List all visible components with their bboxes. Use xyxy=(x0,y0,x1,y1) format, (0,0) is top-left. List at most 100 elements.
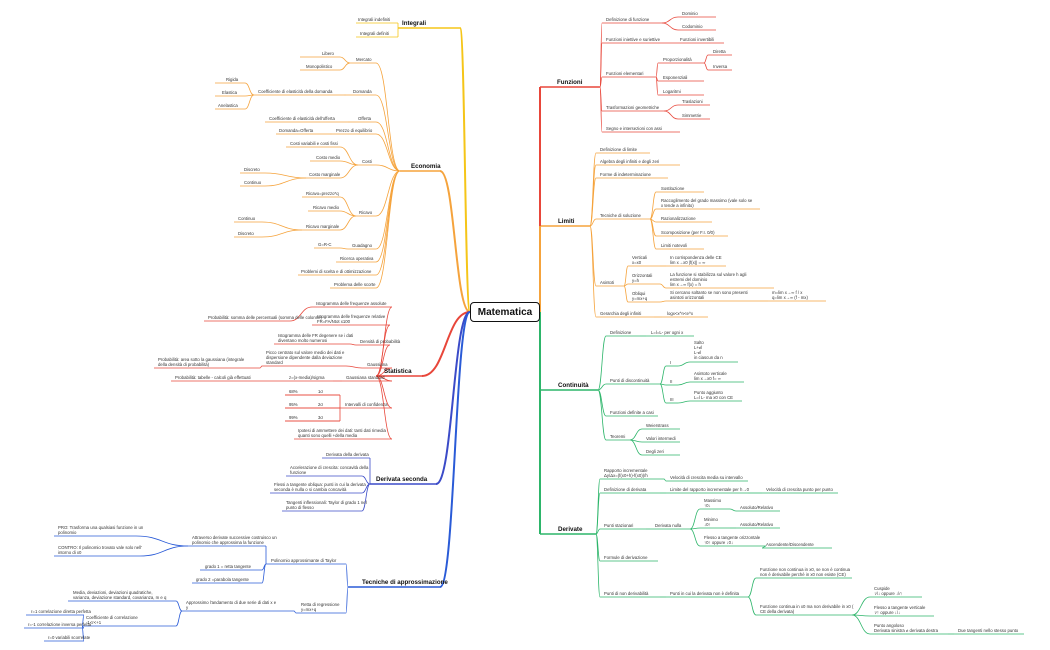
branch-statistica[interactable]: Statistica xyxy=(384,368,412,375)
fun-proporzionalita[interactable]: Proporzionalità xyxy=(663,57,692,62)
fun-traslazioni[interactable]: Traslazioni xyxy=(682,99,703,104)
fun-segno[interactable]: Segno e intersezioni con assi xyxy=(606,126,662,131)
fun-elementari[interactable]: Funzioni elementari xyxy=(606,71,644,76)
cont-definizione[interactable]: Definizione xyxy=(610,330,632,335)
stat-ci1-pct[interactable]: 68% xyxy=(289,389,298,394)
tec-media-dev[interactable]: Media, deviazioni, deviazioni quadratich… xyxy=(73,590,167,601)
econ-dom-off[interactable]: Domanda=Offerta xyxy=(279,128,314,133)
lim-obliqui[interactable]: Obliqui y=mx+q xyxy=(632,291,648,302)
fun-definizione[interactable]: Definizione di funzione xyxy=(606,17,650,22)
cont-teoremi[interactable]: Teoremi xyxy=(610,434,626,439)
der-ass-rel2[interactable]: Assoluto/Relativo xyxy=(740,522,774,527)
lim-verticali-desc[interactable]: In corrispondenza delle CE lim x→x0 |f(x… xyxy=(670,255,722,266)
lim-notevoli[interactable]: Limiti notevoli xyxy=(661,243,688,248)
lim-raccoglimento[interactable]: Raccoglimento del grado massimo (vale so… xyxy=(661,198,753,209)
integrali-indefiniti[interactable]: Integrali indefiniti xyxy=(358,17,391,22)
tec-r1[interactable]: r=1 correlazione diretta perfetta xyxy=(31,609,91,614)
der-angoloso-desc[interactable]: Due tangenti nello stesso punto xyxy=(958,628,1019,633)
lim-gerarchia[interactable]: Gerarchia degli infiniti xyxy=(600,311,642,316)
branch-integrali[interactable]: Integrali xyxy=(402,20,427,27)
econ-ricavo[interactable]: Ricavo xyxy=(359,210,373,215)
der-definizione-desc2[interactable]: Velocità di crescita punto per punto xyxy=(766,487,833,492)
fun-trasformazioni[interactable]: Trasformazioni geometriche xyxy=(606,105,660,110)
econ-continuo2[interactable]: Continuo xyxy=(238,216,256,221)
econ-elastica[interactable]: Elastica xyxy=(222,90,238,95)
branch-continuita[interactable]: Continuità xyxy=(558,382,589,389)
stat-intervalli[interactable]: Intervalli di confidenza xyxy=(345,402,388,407)
der-minimo[interactable]: Minimo ↓0↑ xyxy=(704,517,718,528)
cont-ii[interactable]: II xyxy=(670,379,673,384)
fun-diretta[interactable]: Diretta xyxy=(713,49,726,54)
cont-iii-desc[interactable]: Punto aggiunto L=l L- ma x0 con CE xyxy=(694,390,734,401)
tec-grado2[interactable]: grado 2 =parabola tangente xyxy=(196,577,249,582)
tec-contro[interactable]: CONTRO: Il polinomio trovato vale solo n… xyxy=(58,545,142,556)
der-non-deriv[interactable]: Punti di non derivabilità xyxy=(604,591,649,596)
stat-ci2-s[interactable]: 2σ xyxy=(318,402,324,407)
stat-prob-area[interactable]: Probabilità: area sotto la gaussiana (in… xyxy=(158,357,245,368)
econ-offerta[interactable]: Offerta xyxy=(358,116,372,121)
econ-discreto[interactable]: Discreto xyxy=(244,167,260,172)
tec-pro[interactable]: PRO: Trasforma una qualsiasi funzione in… xyxy=(58,525,144,536)
der-caso1[interactable]: Funzione non continua in x0, se non è co… xyxy=(760,567,851,578)
econ-rigida[interactable]: Rigida xyxy=(226,77,239,82)
stat-std-formula[interactable]: z=(x-media)/sigma xyxy=(289,375,325,380)
stat-prob-tab[interactable]: Probabilità: tabelle - calcoli già effet… xyxy=(175,375,251,380)
econ-costo-marg[interactable]: Costo marginale xyxy=(309,172,341,177)
tec-approssimo[interactable]: Approssimo l'andamento di due serie di d… xyxy=(186,600,277,611)
stat-ci3-s[interactable]: 3σ xyxy=(318,415,324,420)
cont-def-formula[interactable]: L=l=L- per ogni x xyxy=(651,330,684,335)
econ-coeff-domanda[interactable]: Coefficiente di elasticità della domanda xyxy=(258,89,333,94)
stat-isto3[interactable]: Istogramma delle FR degenere se i dati d… xyxy=(278,333,354,344)
stat-prob-perc[interactable]: Probabilità: somma delle percentuali (so… xyxy=(208,315,322,320)
der-derivata-nulla[interactable]: Derivata nulla xyxy=(655,523,682,528)
fun-simmetrie[interactable]: Simmetrie xyxy=(682,113,702,118)
stat-isto2[interactable]: Istogramma delle frequenze relative FR=F… xyxy=(317,314,386,325)
lim-forme[interactable]: Forme di indeterminazione xyxy=(600,172,651,177)
lim-verticali[interactable]: Verticali x=x0 xyxy=(632,255,648,266)
der-asc-disc[interactable]: Ascendente/Discendente xyxy=(766,542,814,547)
stat-isto1[interactable]: Istogramma delle frequenze assolute xyxy=(316,301,387,306)
branch-economia[interactable]: Economia xyxy=(411,163,441,170)
d2-item0[interactable]: Derivata della derivata xyxy=(326,452,369,457)
stat-ci2-pct[interactable]: 95% xyxy=(289,402,298,407)
econ-coeff-offerta[interactable]: Coefficiente di elasticità dell'offerta xyxy=(269,116,335,121)
fun-codominio[interactable]: Codominio xyxy=(682,24,703,29)
econ-libero[interactable]: Libero xyxy=(322,51,334,56)
branch-limiti[interactable]: Limiti xyxy=(558,218,575,225)
branch-derivata-seconda[interactable]: Derivata seconda xyxy=(376,476,428,483)
stat-gauss-desc[interactable]: Picco centrato sul valore medio dei dati… xyxy=(266,350,345,366)
lim-obliqui-desc[interactable]: Si cercano soltanto se non sono presenti… xyxy=(670,290,748,301)
econ-anelastica[interactable]: Anelastica xyxy=(218,103,238,108)
der-caso2[interactable]: Funzione continua in x0 ma non derivabil… xyxy=(760,604,854,615)
stat-ci1-s[interactable]: 1σ xyxy=(318,389,324,394)
tec-rm1[interactable]: r=-1 correlazione inversa perfetta xyxy=(28,622,92,627)
der-flesso-vert[interactable]: Flesso a tangente verticale ↑∕↑ oppure ↓… xyxy=(874,605,926,616)
econ-mercato[interactable]: Mercato xyxy=(356,57,372,62)
integrali-definiti[interactable]: Integrali definiti xyxy=(360,31,389,36)
econ-grc[interactable]: G=R-C xyxy=(318,242,332,247)
econ-scorte[interactable]: Problema delle scorte xyxy=(334,282,376,287)
branch-funzioni[interactable]: Funzioni xyxy=(557,79,583,86)
econ-monopolistico[interactable]: Monopolistico xyxy=(306,64,333,69)
tec-attraverso[interactable]: Attraverso derivate successive costruisc… xyxy=(192,535,277,546)
der-ass-rel1[interactable]: Assoluto/Relativo xyxy=(740,505,774,510)
econ-ricerca[interactable]: Ricerca operativa xyxy=(340,256,374,261)
fun-invertibili[interactable]: Funzioni invertibili xyxy=(680,37,715,42)
econ-costi-var[interactable]: Costi variabili e costi fissi xyxy=(290,141,338,146)
cont-ii-desc[interactable]: Asintoto verticale lim x→x0 f= ∞ xyxy=(694,371,727,382)
lim-scomposizione[interactable]: Scomposizione (per F.I. 0/0) xyxy=(661,230,715,235)
der-formule[interactable]: Formule di derivazione xyxy=(604,555,648,560)
cont-iii[interactable]: III xyxy=(670,397,674,402)
tec-retta-reg[interactable]: Retta di regressione y=mx+q xyxy=(301,602,340,613)
cont-weierstrass[interactable]: Weierstrass xyxy=(646,423,669,428)
cont-discontinuita[interactable]: Punti di discontinuità xyxy=(610,378,650,383)
fun-iniettive[interactable]: Funzioni iniettive e suriettive xyxy=(606,37,660,42)
der-rapporto[interactable]: Rapporto incrementale Δy/Δx=(f(x0+h)-f(x… xyxy=(604,468,648,479)
d2-item2[interactable]: Flessi a tangente obliqua: punti in cui … xyxy=(274,482,366,493)
d2-item1[interactable]: Accelerazione di crescita: concavità del… xyxy=(290,465,369,476)
stat-gaussiana[interactable]: Gaussiana xyxy=(367,362,388,367)
lim-orizzontali-desc[interactable]: La funzione si stabilizza sul valore h a… xyxy=(670,272,747,288)
lim-obliqui-formula[interactable]: m=lim x→∞ f / x q=lim x→∞ (f - mx) xyxy=(772,290,808,301)
cont-zeri[interactable]: Degli zeri xyxy=(646,449,664,454)
econ-ricavo-formula[interactable]: Ricavo=prezzo*q xyxy=(306,191,339,196)
